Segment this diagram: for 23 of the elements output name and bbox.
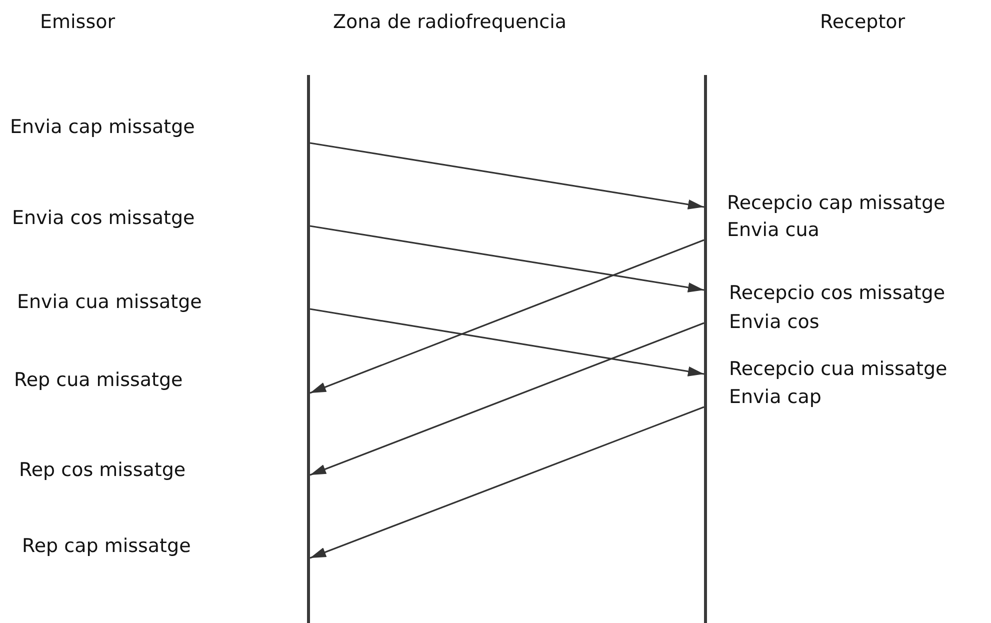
event-label: Envia cap [729, 385, 822, 409]
event-label: Envia cua [727, 218, 820, 242]
message-arrow [310, 142, 704, 210]
event-label: Envia cos [729, 310, 820, 334]
lifeline [704, 75, 707, 623]
event-label: Envia cua missatge [17, 290, 202, 314]
message-arrow [310, 322, 704, 476]
event-label: Recepcio cos missatge [729, 281, 946, 305]
event-label: Envia cos missatge [12, 206, 195, 230]
event-label: Envia cap missatge [10, 115, 195, 139]
column-heading: Emissor [40, 10, 116, 34]
column-heading: Receptor [820, 10, 906, 34]
event-label: Rep cap missatge [22, 534, 191, 558]
message-arrow [310, 225, 704, 292]
message-arrow [310, 308, 704, 376]
message-arrow [310, 406, 704, 559]
column-heading: Zona de radiofrequencia [333, 10, 567, 34]
event-label: Recepcio cap missatge [727, 191, 946, 215]
event-label: Rep cos missatge [19, 458, 186, 482]
event-label: Recepcio cua missatge [729, 357, 948, 381]
message-arrow [310, 239, 704, 394]
lifeline [307, 75, 310, 623]
event-label: Rep cua missatge [14, 368, 183, 392]
